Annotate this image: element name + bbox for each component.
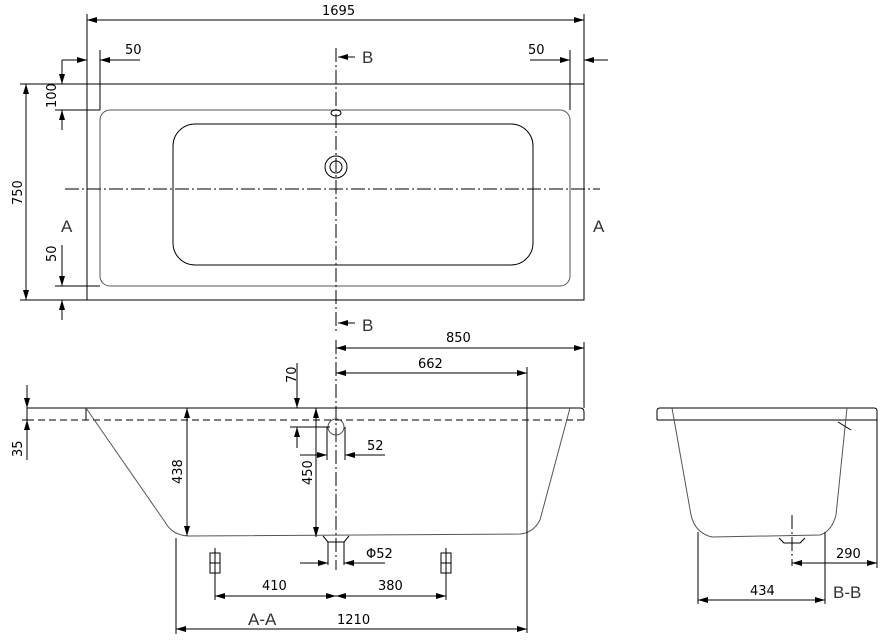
rim-top: [27, 407, 585, 420]
tub-basin: [172, 123, 534, 266]
section-a-marker-right: A: [593, 217, 605, 236]
dim-100: 100: [45, 83, 60, 108]
section-b-title: B-B: [833, 583, 861, 602]
dim-1695: 1695: [322, 4, 355, 19]
top-view: 1695 50 50 750 100 50 A A B B: [11, 4, 608, 335]
rim-bb: [656, 407, 878, 421]
dim-450: 450: [301, 460, 316, 485]
dim-35: 35: [11, 440, 26, 457]
overflow: [330, 109, 342, 117]
dim-50-right: 50: [528, 43, 545, 58]
dim-52: 52: [367, 439, 384, 454]
tub-rim-inner: [99, 109, 571, 287]
dim-750: 750: [11, 180, 26, 205]
valve-left: [209, 548, 221, 600]
dim-50-bottom: 50: [45, 245, 60, 262]
dim-850: 850: [446, 331, 471, 346]
valve-right: [440, 548, 452, 600]
section-a-title: A-A: [248, 610, 277, 629]
dim-438: 438: [171, 459, 186, 484]
drain-inner: [329, 160, 343, 174]
dim-drain-diameter: Φ52: [366, 547, 393, 562]
section-a-marker-left: A: [61, 217, 73, 236]
dim-380: 380: [378, 579, 403, 594]
section-a-a: 850 662 70 35 438 450 52 Φ52 410 380: [11, 331, 585, 634]
basin-profile-bb: [671, 407, 848, 538]
section-b-b: 290 434 B-B: [656, 407, 878, 604]
basin-profile: [85, 407, 571, 537]
dim-290: 290: [836, 547, 861, 562]
section-b-marker-top: B: [362, 48, 373, 67]
dim-410: 410: [262, 579, 287, 594]
dim-662: 662: [418, 357, 443, 372]
dim-50-left: 50: [125, 43, 142, 58]
dim-434: 434: [750, 584, 775, 599]
drain-outer: [324, 155, 348, 179]
dim-70: 70: [285, 366, 300, 383]
dim-1210: 1210: [337, 613, 370, 628]
section-b-marker-bottom: B: [362, 316, 373, 335]
